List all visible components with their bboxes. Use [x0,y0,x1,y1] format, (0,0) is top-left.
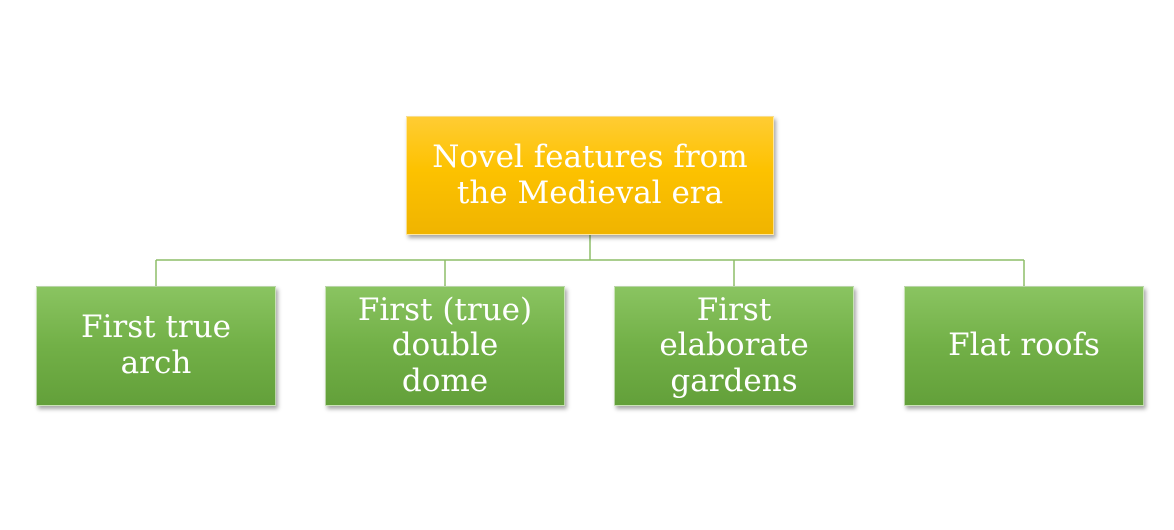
root-node: Novel features from the Medieval era [406,116,774,235]
child-node-flat-roofs: Flat roofs [904,286,1144,406]
child-node-first-true-arch: First true arch [36,286,276,406]
child-node-elaborate-gardens: First elaborate gardens [614,286,854,406]
child-node-label: First elaborate gardens [659,291,809,399]
child-node-double-dome: First (true) double dome [325,286,565,406]
root-node-label: Novel features from the Medieval era [432,138,748,211]
child-node-label: Flat roofs [948,327,1100,364]
child-node-label: First true arch [80,309,232,381]
child-node-label: First (true) double dome [357,291,533,399]
